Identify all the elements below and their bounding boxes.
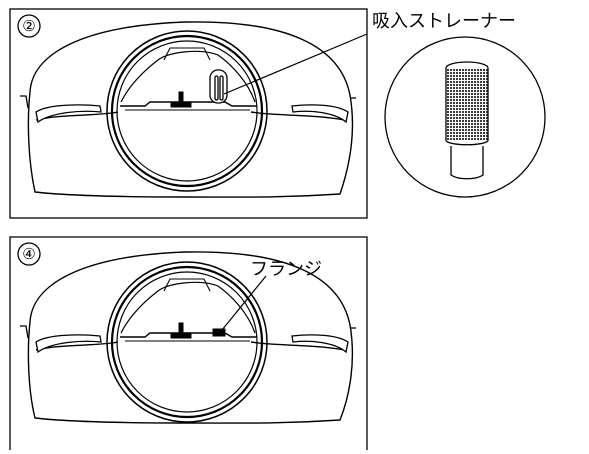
callout-leader-line <box>221 275 267 331</box>
step-number-text: ④ <box>22 245 35 263</box>
panel-frame <box>9 8 368 219</box>
right-handle-grip <box>291 327 356 354</box>
panel-step-4: ④ <box>9 236 368 450</box>
pump-fitting <box>170 322 192 339</box>
left-handle-grip <box>20 325 102 354</box>
callout-leader-line <box>223 33 368 95</box>
step-number-text: ② <box>22 17 35 35</box>
flange <box>212 328 226 337</box>
left-handle-grip <box>20 95 102 124</box>
step-number-badge: ② <box>17 14 41 38</box>
suction-strainer-in-tank <box>209 69 228 104</box>
panel-frame <box>9 236 368 450</box>
pump-fitting <box>170 91 192 108</box>
callout-label: 吸入ストレーナー <box>372 11 516 32</box>
right-handle-grip <box>291 97 356 124</box>
tank-opening <box>106 30 268 192</box>
step-number-badge: ④ <box>17 242 41 266</box>
callout-label: フランジ <box>250 259 322 280</box>
panel-step-2: ② <box>9 8 546 219</box>
tank-opening <box>106 261 268 423</box>
strainer-magnified-view <box>384 36 546 198</box>
